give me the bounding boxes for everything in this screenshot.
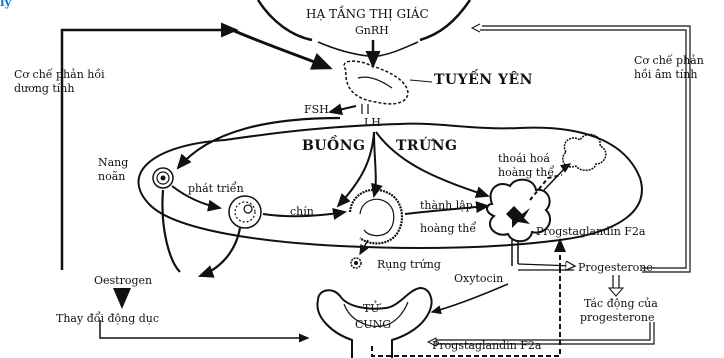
lh-label: LH — [364, 116, 381, 129]
follicle-label-1: Nang — [98, 156, 128, 169]
pgf-ovary-label: Progstaglandin F2a — [536, 225, 645, 238]
positive-feedback-loop — [62, 30, 236, 270]
cl-regress-label-1: thoái hoá — [498, 152, 550, 165]
hypothalamus-label: HẠ TẦNG THỊ GIÁC — [306, 8, 429, 21]
progesterone-effect-label-1: Tác động của — [584, 297, 658, 310]
follicle-label-2: noãn — [98, 170, 125, 183]
uterus-label-1: TỬ — [363, 302, 380, 315]
cl-form-label-2: hoàng thể — [420, 222, 476, 235]
top-fragment-text: ly — [0, 0, 12, 9]
progesterone-effect-label-2: progesterone — [580, 311, 655, 324]
pituitary-label: TUYẾN YÊN — [434, 74, 533, 87]
cl-form-label-1: thành lập — [420, 199, 473, 212]
heat-change-label: Thay đổi động dục — [56, 312, 159, 325]
negative-feedback-label-1: Cơ chế phản — [634, 54, 704, 67]
follicle-mature — [350, 190, 402, 244]
oestrogen-label: Oestrogen — [94, 274, 152, 287]
oxytocin-label: Oxytocin — [454, 272, 503, 285]
follicle-primary — [153, 168, 173, 188]
progesterone-label: Progesterone — [578, 261, 653, 274]
negative-feedback-label-2: hồi âm tính — [634, 68, 697, 81]
positive-feedback-label-2: dương tính — [14, 82, 74, 95]
cl-regress-label-2: hoàng thể — [498, 166, 554, 179]
ovary-label-left: BUỒNG — [302, 140, 366, 153]
uterus-label-2: CUNG — [355, 318, 391, 331]
pituitary-gland — [344, 61, 408, 104]
ovary-label-right: TRỨNG — [396, 140, 458, 153]
pgf-uterus-label: Progstaglandin F2a — [432, 339, 541, 352]
mature-label: chín — [290, 205, 314, 218]
positive-feedback-label-1: Cơ chế phản hồi — [14, 68, 105, 81]
ovulation-label: Rụng trứng — [377, 258, 441, 271]
develop-label: phát triển — [188, 182, 244, 195]
fsh-label: FSH — [304, 103, 329, 116]
gnrh-label: GnRH — [355, 24, 389, 37]
follicle-developing — [229, 196, 261, 228]
